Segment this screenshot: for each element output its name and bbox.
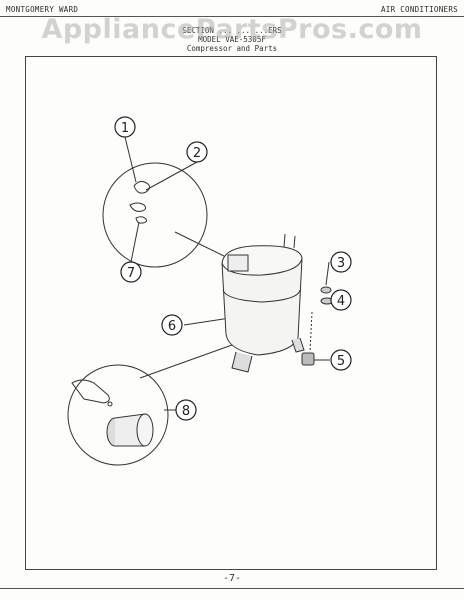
callout-6: [161, 314, 183, 336]
callout-3-label: 3: [337, 256, 345, 271]
mount-foot-left: [231, 351, 253, 373]
compressor-tubes: [283, 233, 296, 249]
compressor-seam: [222, 289, 301, 303]
subtitle: Compressor and Parts: [186, 44, 278, 53]
detail-circle-mount: [102, 162, 208, 268]
leader-2: [145, 161, 198, 191]
callout-8: [175, 399, 197, 421]
callout-1: [114, 116, 136, 138]
part-screw: [107, 401, 113, 407]
diagram-frame: [25, 56, 437, 570]
part-clip: [129, 202, 147, 212]
model-title: MODEL VAE-5305F: [198, 35, 266, 44]
leader-1: [124, 136, 137, 183]
callout-2: [186, 141, 208, 163]
leader-mount: [174, 231, 229, 259]
part-5-nut: [301, 352, 315, 366]
section-title: SECTION ... ... ...ERS: [182, 26, 282, 35]
header-rule: [0, 16, 464, 17]
callout-4: [330, 289, 352, 311]
page-number: -7-: [222, 573, 242, 584]
leader-3: [325, 261, 330, 286]
mount-foot-right: [291, 337, 305, 353]
filter-end: [136, 413, 154, 447]
callout-8-label: 8: [182, 404, 190, 419]
leader-7: [130, 221, 140, 263]
callout-3: [330, 251, 352, 273]
callout-7: [120, 261, 142, 283]
detail-circle-filter: [67, 364, 169, 466]
callout-6-label: 6: [168, 319, 176, 334]
leader-6: [183, 317, 231, 326]
part-washer: [135, 216, 148, 224]
header-left: MONTGOMERY WARD: [6, 5, 79, 14]
header-right: AIR CONDITIONERS: [380, 5, 458, 14]
callout-5: [330, 349, 352, 371]
part-grommet: [133, 180, 151, 194]
part-3-grommet: [320, 286, 332, 294]
footer-rule: [0, 588, 464, 589]
callout-1-label: 1: [121, 121, 129, 136]
part-clip-bracket: [71, 379, 110, 404]
leader-filter: [139, 344, 233, 379]
terminal-box: [227, 254, 249, 272]
leader-bolt: [309, 311, 313, 353]
callout-5-label: 5: [337, 354, 345, 369]
callout-4-label: 4: [337, 294, 345, 309]
callout-2-label: 2: [193, 146, 201, 161]
callout-7-label: 7: [127, 266, 135, 281]
callouts: [114, 116, 352, 421]
